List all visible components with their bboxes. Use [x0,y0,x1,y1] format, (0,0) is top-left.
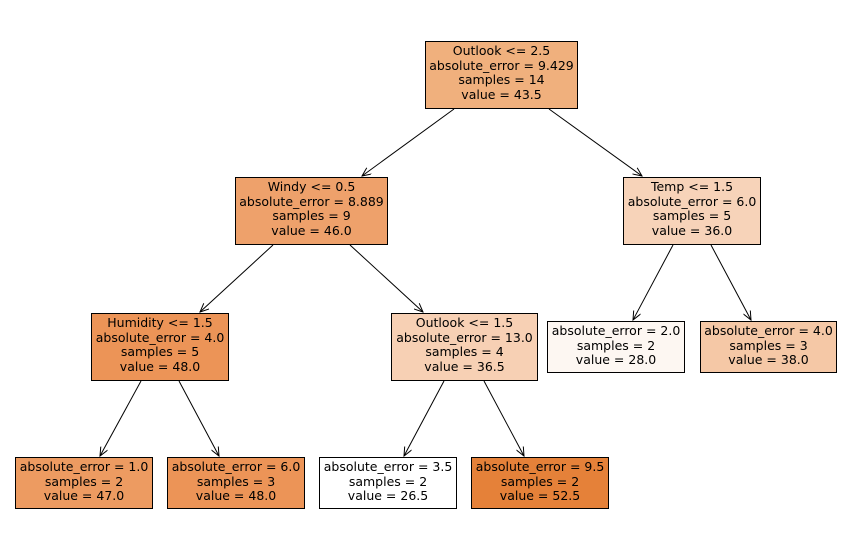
node-samples: samples = 2 [576,337,656,353]
tree-node-temp: Temp <= 1.5 absolute_error = 6.0 samples… [623,177,761,245]
tree-leaf: absolute_error = 1.0 samples = 2 value =… [15,457,153,509]
node-value: value = 36.0 [651,223,733,239]
tree-node-windy: Windy <= 0.5 absolute_error = 8.889 samp… [235,177,388,245]
node-samples: samples = 5 [652,208,732,224]
tree-edge-arrow [178,380,219,456]
node-absolute-error: absolute_error = 9.5 [475,459,605,474]
node-value: value = 46.0 [271,223,352,239]
tree-node-outlook-2: Outlook <= 1.5 absolute_error = 13.0 sam… [391,313,538,381]
tree-leaf: absolute_error = 6.0 samples = 3 value =… [167,457,305,509]
node-samples: samples = 9 [272,208,351,224]
node-samples: samples = 2 [348,473,428,489]
tree-node-root: Outlook <= 2.5 absolute_error = 9.429 sa… [425,41,578,109]
node-value: value = 48.0 [119,359,201,375]
tree-edge-arrow [548,108,642,176]
node-value: value = 26.5 [347,488,429,504]
tree-leaf: absolute_error = 3.5 samples = 2 value =… [319,457,457,509]
node-value: value = 48.0 [195,488,277,504]
node-split-rule: Humidity <= 1.5 [107,315,213,330]
tree-edge-arrow [404,380,445,456]
node-absolute-error: absolute_error = 6.0 [171,459,301,474]
node-absolute-error: absolute_error = 6.0 [627,193,757,209]
node-split-rule: Temp <= 1.5 [650,179,734,194]
node-value: value = 52.5 [499,488,581,504]
node-absolute-error: absolute_error = 8.889 [239,193,384,209]
tree-edge-arrow [200,244,274,312]
node-absolute-error: absolute_error = 2.0 [551,323,681,338]
node-samples: samples = 14 [458,72,545,88]
node-absolute-error: absolute_error = 4.0 [95,329,225,345]
tree-edge-arrow [362,108,455,176]
node-absolute-error: absolute_error = 9.429 [429,57,574,73]
tree-leaf: absolute_error = 9.5 samples = 2 value =… [471,457,609,509]
node-value: value = 28.0 [575,352,657,368]
node-absolute-error: absolute_error = 13.0 [396,329,533,345]
tree-edge-arrow [349,244,423,312]
node-value: value = 38.0 [728,352,809,368]
node-absolute-error: absolute_error = 1.0 [19,459,149,474]
tree-leaf: absolute_error = 4.0 samples = 3 value =… [700,321,837,373]
node-value: value = 36.5 [424,359,505,375]
node-samples: samples = 2 [44,473,124,489]
node-samples: samples = 5 [120,344,200,360]
tree-edge-arrow [483,380,524,456]
node-samples: samples = 3 [729,337,808,353]
node-value: value = 43.5 [461,87,542,103]
node-samples: samples = 4 [425,344,504,360]
tree-edge-arrow [710,244,751,320]
node-absolute-error: absolute_error = 3.5 [323,459,453,474]
node-samples: samples = 3 [196,473,276,489]
tree-leaf: absolute_error = 2.0 samples = 2 value =… [547,321,685,373]
node-split-rule: Outlook <= 1.5 [415,315,514,330]
node-value: value = 47.0 [43,488,125,504]
node-split-rule: Outlook <= 2.5 [452,43,551,58]
tree-edge-arrow [100,380,142,456]
tree-node-humidity: Humidity <= 1.5 absolute_error = 4.0 sam… [91,313,229,381]
node-absolute-error: absolute_error = 4.0 [704,323,833,338]
node-samples: samples = 2 [500,473,580,489]
node-split-rule: Windy <= 0.5 [267,179,356,194]
tree-edge-arrow [633,244,674,320]
